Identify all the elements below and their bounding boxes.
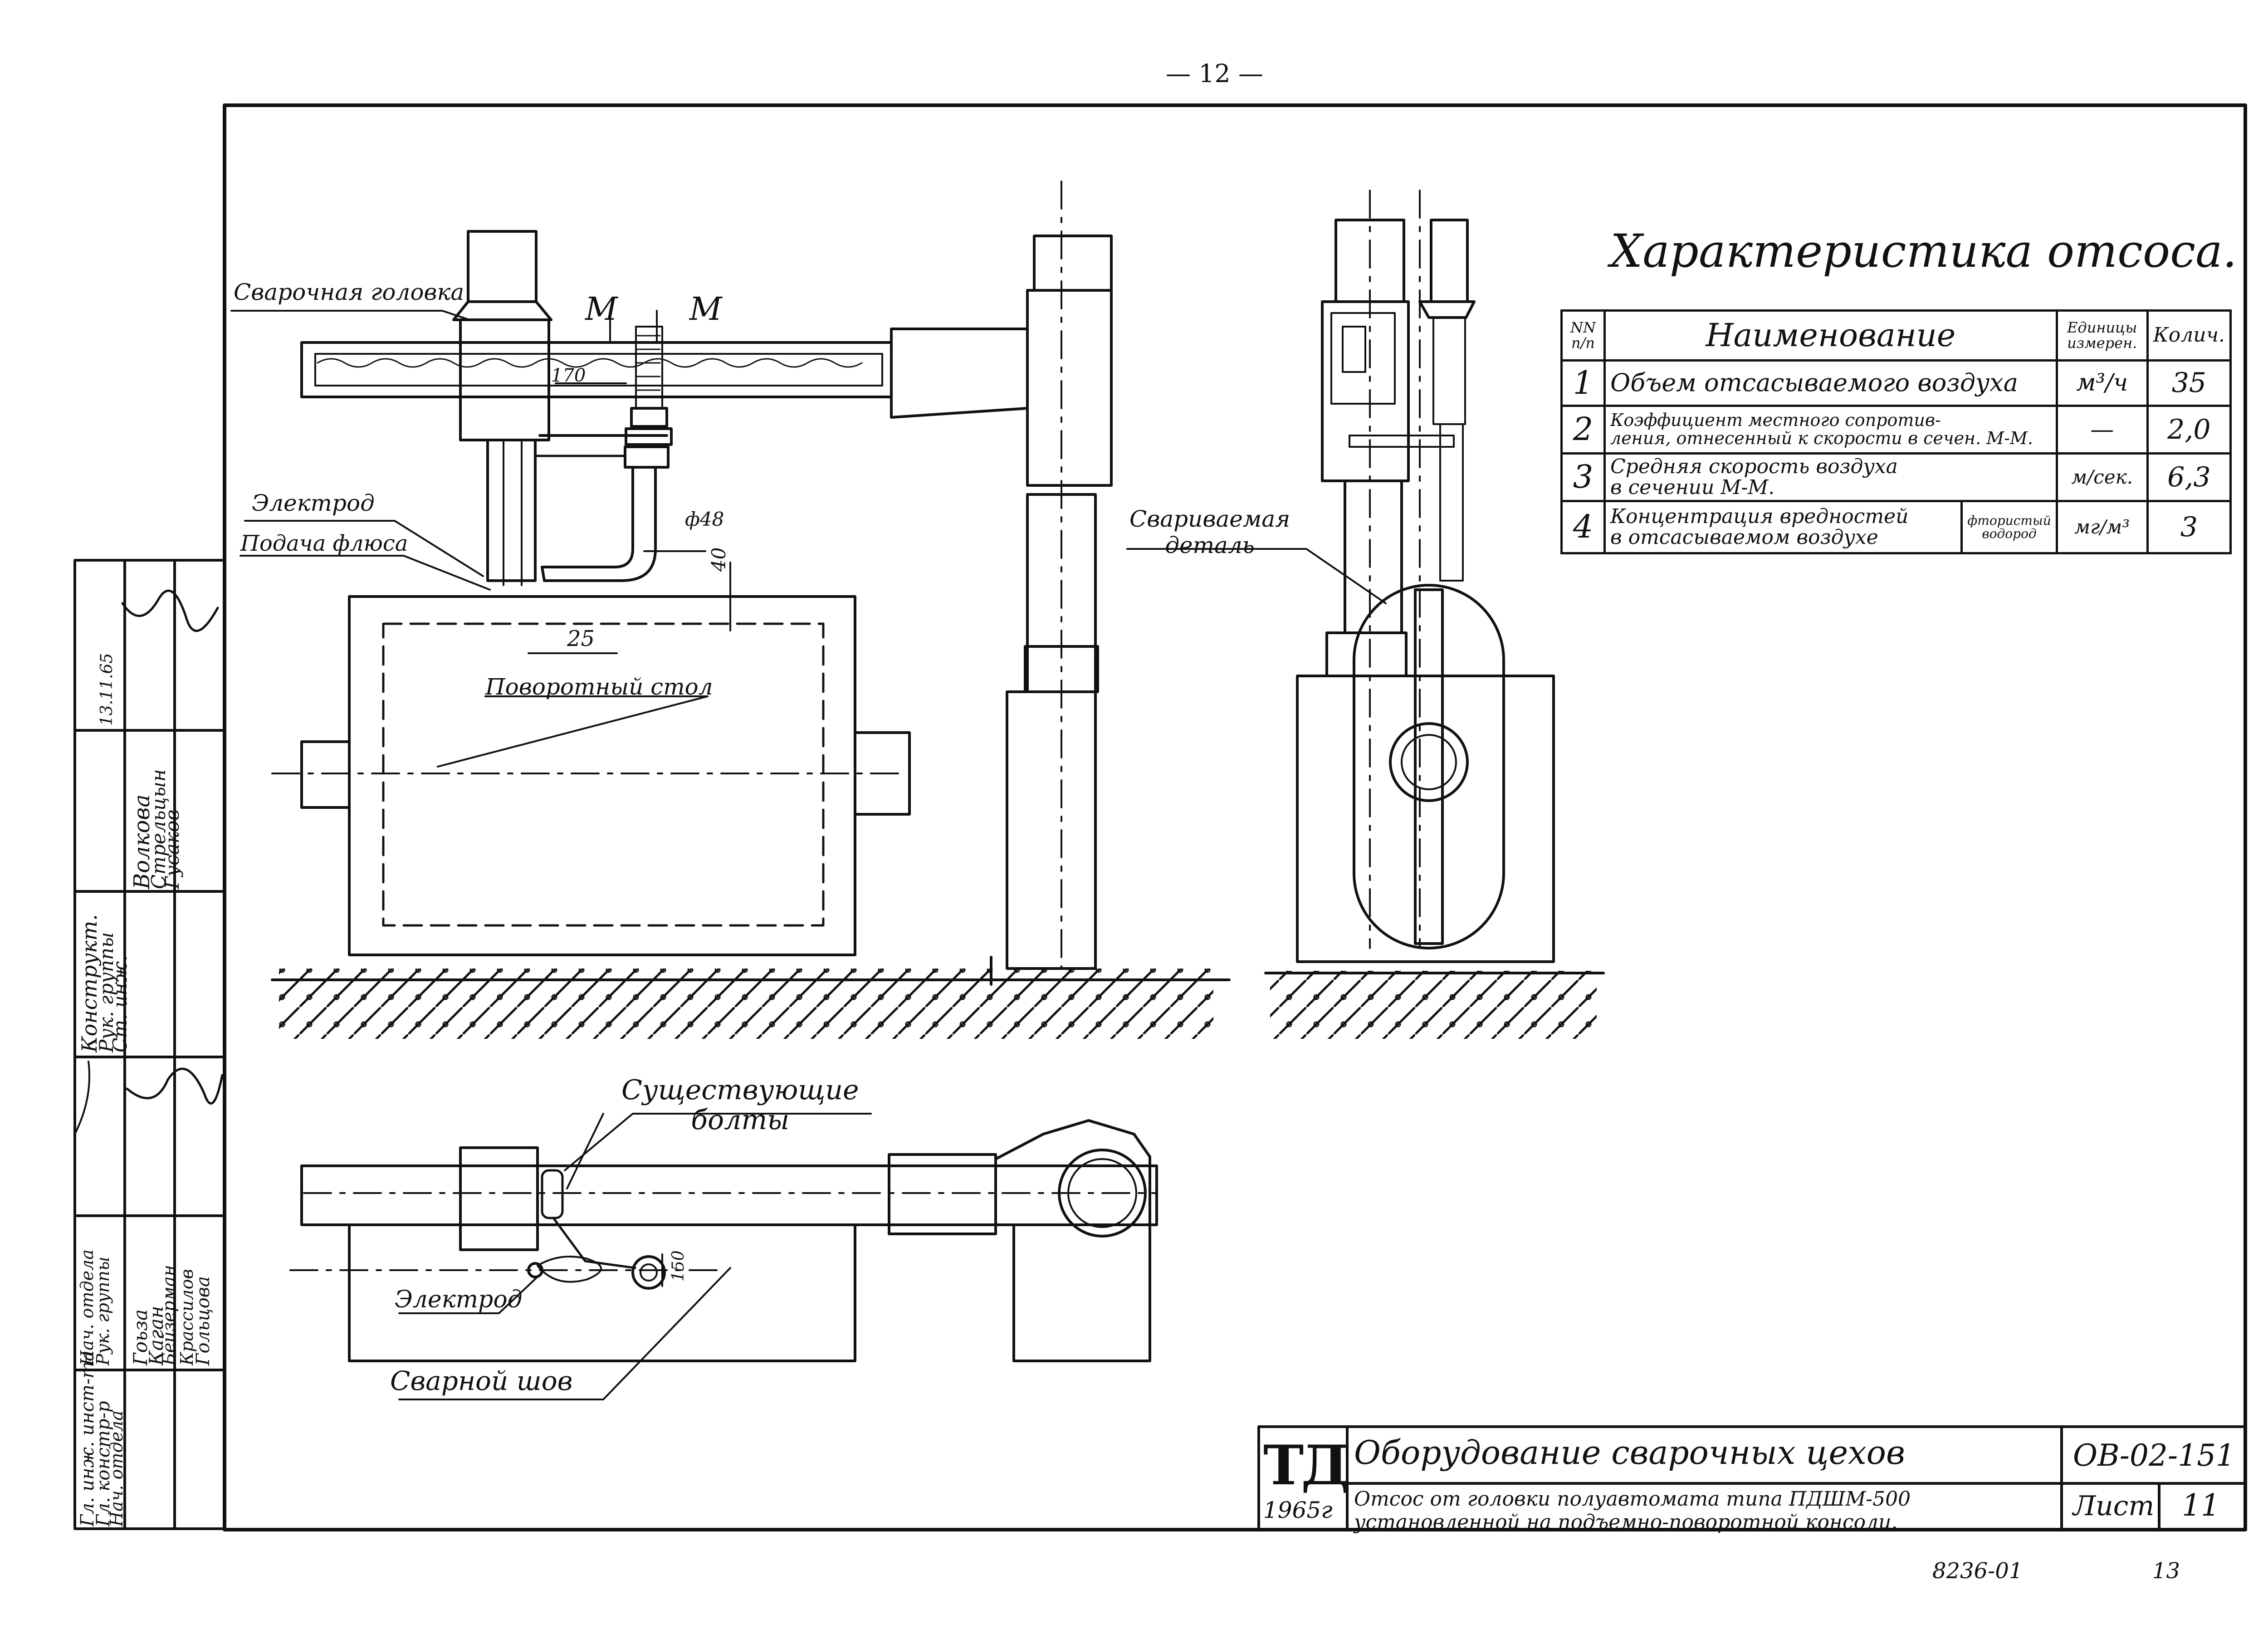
signature-role: Ст. инж. xyxy=(109,955,131,1052)
label-electrode-top: Электрод xyxy=(252,490,375,516)
row-name: Коэффициент местного сопротив-ления, отн… xyxy=(1603,405,2058,455)
signature-role: Рук. группы xyxy=(93,1257,113,1365)
row-unit: мг/м³ xyxy=(2055,500,2149,554)
label-electrode-bottom: Электрод xyxy=(395,1286,523,1313)
table-row: 2 Коэффициент местного сопротив-ления, о… xyxy=(1560,405,2232,455)
year: 1965г xyxy=(1263,1497,1333,1523)
row-qty: 3 xyxy=(2146,500,2232,554)
plan-view xyxy=(289,1113,1158,1400)
signature-stamp-frame xyxy=(73,559,226,1530)
org-stamp: ТД xyxy=(1263,1433,1349,1497)
dim-170: 170 xyxy=(551,365,586,386)
signature-scribble xyxy=(74,1061,90,1135)
header-qty: Колич. xyxy=(2146,309,2232,362)
row-unit: м³/ч xyxy=(2055,359,2149,407)
dim-phi48: ф48 xyxy=(685,508,724,530)
sheet-label: Лист xyxy=(2073,1490,2155,1522)
page-number: — 12 — xyxy=(1166,59,1263,88)
label-section-m-left: M xyxy=(585,290,618,328)
label-section-m-right: M xyxy=(689,290,722,328)
row-num: 3 xyxy=(1560,452,1606,502)
label-welding-head: Сварочная головка xyxy=(234,279,464,305)
row-unit: — xyxy=(2055,405,2149,455)
signature-name: Гусаков xyxy=(161,809,183,889)
signature-name: Бейзерман xyxy=(159,1265,179,1365)
row-unit: м/сек. xyxy=(2055,452,2149,502)
table-row: 1 Объем отсасываемого воздуха м³/ч 35 xyxy=(1560,359,2232,407)
label-flux-feed: Подача флюса xyxy=(240,531,408,556)
row-qty: 35 xyxy=(2146,359,2232,407)
label-rotary-table: Поворотный стол xyxy=(485,674,713,700)
label-weld-seam: Сварной шов xyxy=(390,1365,573,1396)
signature-name: Гольцова xyxy=(193,1276,214,1365)
characteristics-title: Характеристика отсоса. xyxy=(1610,225,2237,278)
title-line-2: Отсос от головки полуавтомата типа ПДШМ-… xyxy=(1354,1487,1911,1534)
signature-role: Нач. отдела xyxy=(107,1410,127,1526)
row-qty: 6,3 xyxy=(2146,452,2232,502)
front-view xyxy=(230,181,1231,1039)
signature-date: 13.11.65 xyxy=(98,653,116,726)
dim-150: 150 xyxy=(669,1250,688,1282)
sheet-number: 11 xyxy=(2182,1488,2220,1523)
dim-40: 40 xyxy=(708,547,730,572)
row-num: 4 xyxy=(1560,500,1606,554)
drawing-code: ОВ-02-151 xyxy=(2073,1438,2235,1473)
row-name: Объем отсасываемого воздуха xyxy=(1603,359,2058,407)
archive-number: 8236-01 xyxy=(1932,1558,2023,1584)
dim-25: 25 xyxy=(567,626,595,651)
header-name: Наименование xyxy=(1603,309,2058,362)
row-num: 1 xyxy=(1560,359,1606,407)
row-qty: 2,0 xyxy=(2146,405,2232,455)
signature-scribble xyxy=(126,1067,224,1105)
footer-page: 13 xyxy=(2152,1558,2180,1584)
signature-scribble xyxy=(121,589,219,632)
title-block-frame xyxy=(1257,1425,2247,1531)
side-view xyxy=(1126,190,1605,1039)
row-num: 2 xyxy=(1560,405,1606,455)
title-line-1: Оборудование сварочных цехов xyxy=(1354,1433,1905,1472)
